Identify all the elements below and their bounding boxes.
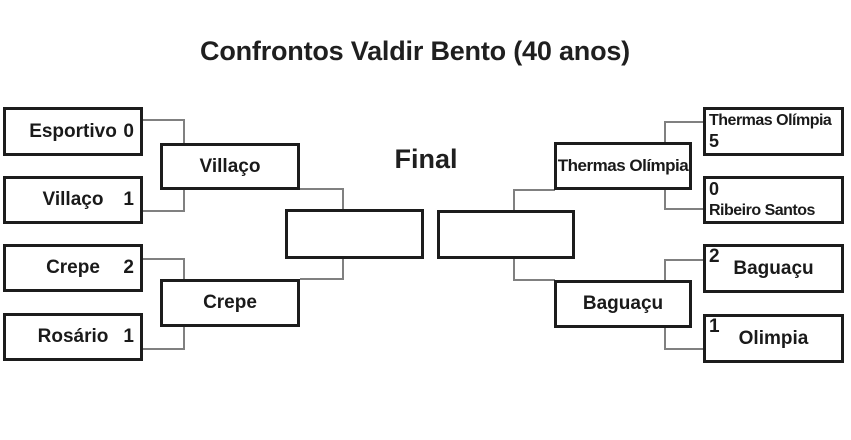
team-box: Crepe 2 <box>3 244 143 292</box>
connector-line <box>664 208 703 210</box>
final-slot-left <box>285 209 424 259</box>
team-name: Baguaçu <box>733 257 814 279</box>
connector-line <box>300 188 344 190</box>
page-title: Confrontos Valdir Bento (40 anos) <box>200 36 630 66</box>
winner-name: Villaço <box>199 155 261 177</box>
team-name: Ribeiro Santos <box>709 202 815 219</box>
team-score: 2 <box>709 246 720 267</box>
winner-box: Baguaçu <box>554 280 692 328</box>
connector-line <box>143 119 183 121</box>
team-box: 1 Olimpia <box>703 314 844 363</box>
team-score: 0 <box>123 120 134 142</box>
team-box: 0 Ribeiro Santos <box>703 176 844 224</box>
connector-line <box>143 348 183 350</box>
team-box: 2 Baguaçu <box>703 244 844 293</box>
team-name: Villaço <box>42 189 104 210</box>
winner-name: Thermas Olímpia <box>557 156 689 175</box>
winner-box: Thermas Olímpia <box>554 142 692 190</box>
team-score: 1 <box>123 326 134 347</box>
winner-box: Villaço <box>160 143 300 190</box>
team-box: Esportivo 0 <box>3 107 143 156</box>
team-name: Olimpia <box>738 327 809 349</box>
connector-line <box>664 259 703 261</box>
team-score: 0 <box>709 179 720 199</box>
team-score: 1 <box>709 316 720 337</box>
team-box: Villaço 1 <box>3 176 143 224</box>
team-score: 5 <box>709 131 720 151</box>
team-name: Rosário <box>37 326 109 347</box>
connector-line <box>664 121 703 123</box>
connector-line <box>513 279 555 281</box>
connector-line <box>513 189 555 191</box>
connector-line <box>664 348 703 350</box>
winner-box: Crepe <box>160 279 300 327</box>
team-name: Esportivo <box>29 120 117 142</box>
winner-name: Crepe <box>203 292 257 313</box>
team-score: 2 <box>123 257 134 278</box>
team-name: Crepe <box>46 257 100 278</box>
final-slot-right <box>437 210 575 259</box>
team-box: Thermas Olímpia 5 <box>703 107 844 156</box>
connector-line <box>300 278 344 280</box>
team-score: 1 <box>123 189 134 210</box>
connector-line <box>143 210 183 212</box>
winner-name: Baguaçu <box>582 293 664 314</box>
team-name: Thermas Olímpia <box>709 112 832 129</box>
team-box: Rosário 1 <box>3 313 143 361</box>
final-label: Final <box>394 144 458 174</box>
connector-line <box>143 258 183 260</box>
